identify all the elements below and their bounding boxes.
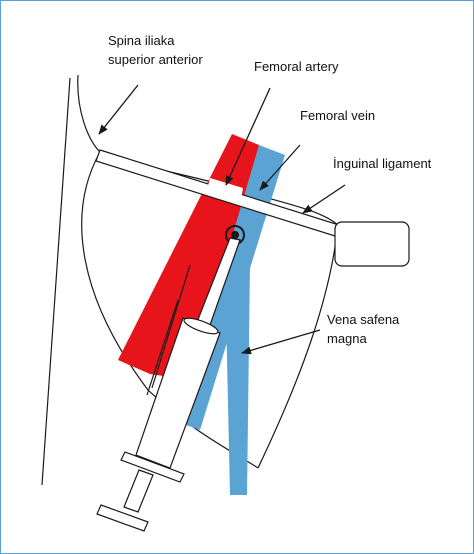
syringe	[96, 225, 245, 532]
pointer-arrows	[98, 84, 346, 355]
puncture-point	[230, 230, 240, 240]
plunger-rod	[123, 469, 154, 513]
hip-contour	[77, 74, 339, 226]
vena-safena-magna-shape	[225, 262, 250, 495]
label-inguinal-ligament: İnguinal ligament	[333, 156, 432, 171]
label-vena-safena: Vena safena	[327, 312, 400, 327]
label-spina-iliaka: Spina iliaka	[108, 33, 175, 48]
vein-arrow	[259, 144, 301, 191]
artery-arrow	[225, 87, 271, 186]
ligament-arrow	[302, 184, 346, 214]
artery-lines	[146, 264, 191, 396]
spina-arrow	[98, 84, 139, 135]
label-femoral-vein: Femoral vein	[300, 108, 376, 123]
inner-thigh-line	[257, 224, 339, 469]
label-magna: magna	[327, 331, 367, 346]
syringe-flange	[120, 451, 185, 483]
plunger-thumb	[96, 504, 149, 532]
label-femoral-artery: Femoral artery	[254, 59, 339, 74]
label-superior-anterior: superior anterior	[108, 52, 203, 67]
outer-thigh-line	[41, 77, 71, 486]
pubic-block	[334, 221, 410, 267]
vena-safena-arrow	[241, 329, 321, 355]
syringe-tip	[183, 317, 219, 335]
